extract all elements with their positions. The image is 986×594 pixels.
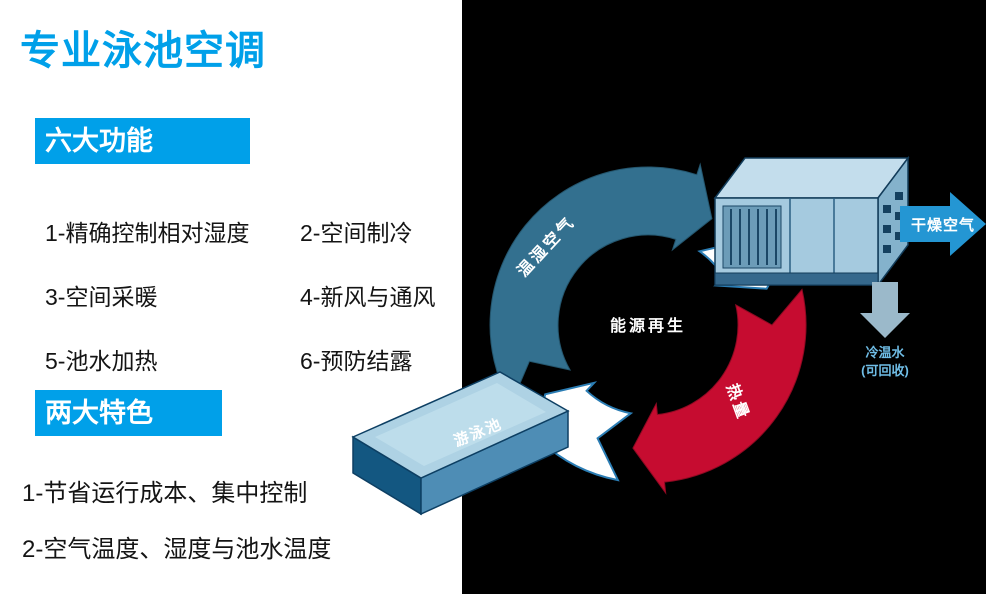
water-output: 冷温水 (可回收) bbox=[860, 282, 910, 378]
unit-base-strip bbox=[714, 272, 879, 286]
function-item: 2-空间制冷 bbox=[300, 220, 413, 246]
features-list: 1-节省运行成本、集中控制 2-空气温度、湿度与池水温度 bbox=[22, 466, 331, 578]
function-item: 3-空间采暖 bbox=[45, 284, 158, 310]
water-label-line2: (可回收) bbox=[861, 363, 909, 378]
unit-top-face bbox=[713, 157, 910, 199]
function-item: 5-池水加热 bbox=[45, 348, 158, 374]
unit-grille bbox=[883, 192, 903, 253]
air-handling-unit bbox=[713, 155, 910, 288]
arc-blue bbox=[489, 162, 713, 406]
feature-item: 1-节省运行成本、集中控制 bbox=[22, 480, 308, 507]
function-item: 1-精确控制相对湿度 bbox=[45, 220, 250, 246]
feature-item: 2-空气温度、湿度与池水温度 bbox=[22, 536, 332, 563]
function-item: 6-预防结露 bbox=[300, 348, 413, 374]
features-heading: 两大特色 bbox=[35, 390, 222, 436]
unit-slats bbox=[730, 209, 777, 265]
pool-water-surface bbox=[375, 383, 546, 466]
cycle-center-label: 能源再生 bbox=[610, 316, 686, 335]
swimming-pool: 游泳池 bbox=[351, 371, 570, 516]
function-item: 4-新风与通风 bbox=[300, 284, 436, 310]
functions-list: 1-精确控制相对湿度 2-空间制冷 3-空间采暖 4-新风与通风 5-池水加热 … bbox=[45, 214, 435, 376]
unit-slat-panel bbox=[722, 205, 782, 269]
dry-air-arrow-shape bbox=[900, 192, 986, 256]
arc-red bbox=[632, 288, 807, 495]
page-title: 专业泳池空调 bbox=[20, 29, 266, 73]
water-down-arrow bbox=[860, 282, 910, 338]
dry-air-arrow: 干燥空气 bbox=[900, 192, 986, 256]
functions-heading: 六大功能 bbox=[35, 118, 250, 164]
dry-air-label: 干燥空气 bbox=[911, 216, 975, 234]
water-label-line1: 冷温水 bbox=[865, 345, 905, 360]
